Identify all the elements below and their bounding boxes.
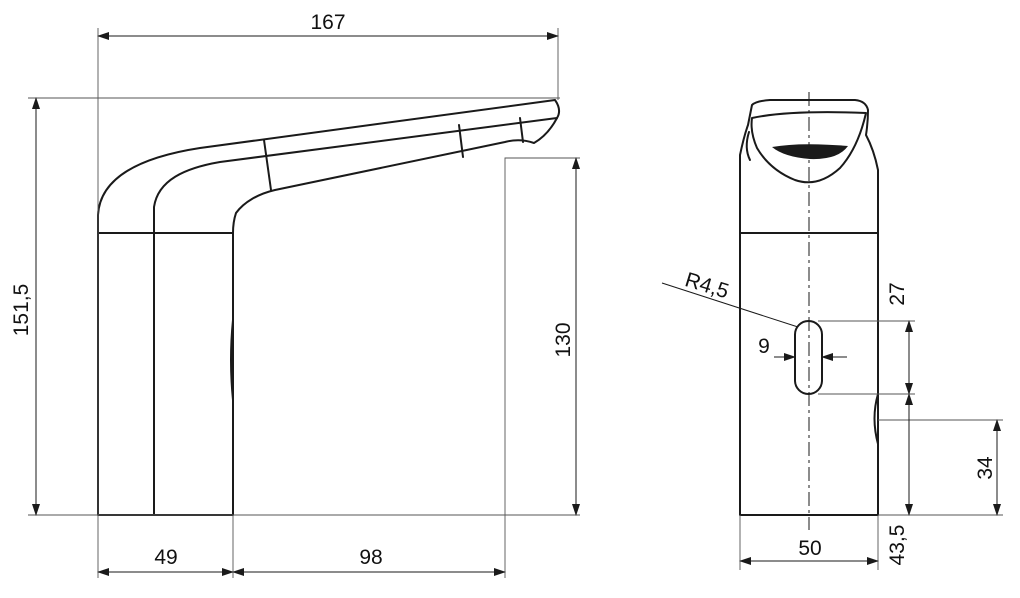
aerator-bowl bbox=[750, 111, 867, 184]
dim-spout-reach: 98 bbox=[359, 546, 382, 569]
dim-sensor-height: 34 bbox=[974, 456, 997, 480]
aerator-outlet bbox=[772, 144, 848, 160]
side-view: 167 151,5 130 49 98 bbox=[10, 11, 580, 578]
dim-body-depth: 49 bbox=[154, 546, 177, 569]
sensor-slot bbox=[794, 320, 823, 395]
faucet-body-front bbox=[739, 232, 879, 516]
dim-slot-width: 9 bbox=[758, 335, 770, 358]
head-side-edge bbox=[745, 131, 751, 161]
dim-slot-length: 27 bbox=[886, 282, 909, 305]
radius-leader-line bbox=[661, 282, 799, 328]
dim-overall-height: 151,5 bbox=[10, 284, 33, 337]
spout-outline bbox=[97, 99, 561, 234]
faucet-head-front bbox=[739, 99, 879, 234]
side-sensor bbox=[873, 393, 879, 445]
spout-joint-line-1 bbox=[263, 139, 272, 191]
front-view: R4,5 9 27 43,5 34 50 bbox=[661, 92, 1003, 570]
dim-overall-length: 167 bbox=[310, 11, 345, 34]
faucet-body-side bbox=[97, 232, 234, 516]
spout-joint-line-2 bbox=[458, 124, 464, 158]
spout-outlet-extension bbox=[504, 157, 580, 578]
spout-inner-line bbox=[153, 117, 558, 234]
dim-body-width: 50 bbox=[798, 537, 821, 560]
body-side-bulge bbox=[230, 319, 234, 401]
dim-slot-base-height: 43,5 bbox=[886, 525, 909, 566]
spout-joint-line-3 bbox=[519, 117, 524, 143]
dim-spout-height: 130 bbox=[552, 322, 575, 357]
